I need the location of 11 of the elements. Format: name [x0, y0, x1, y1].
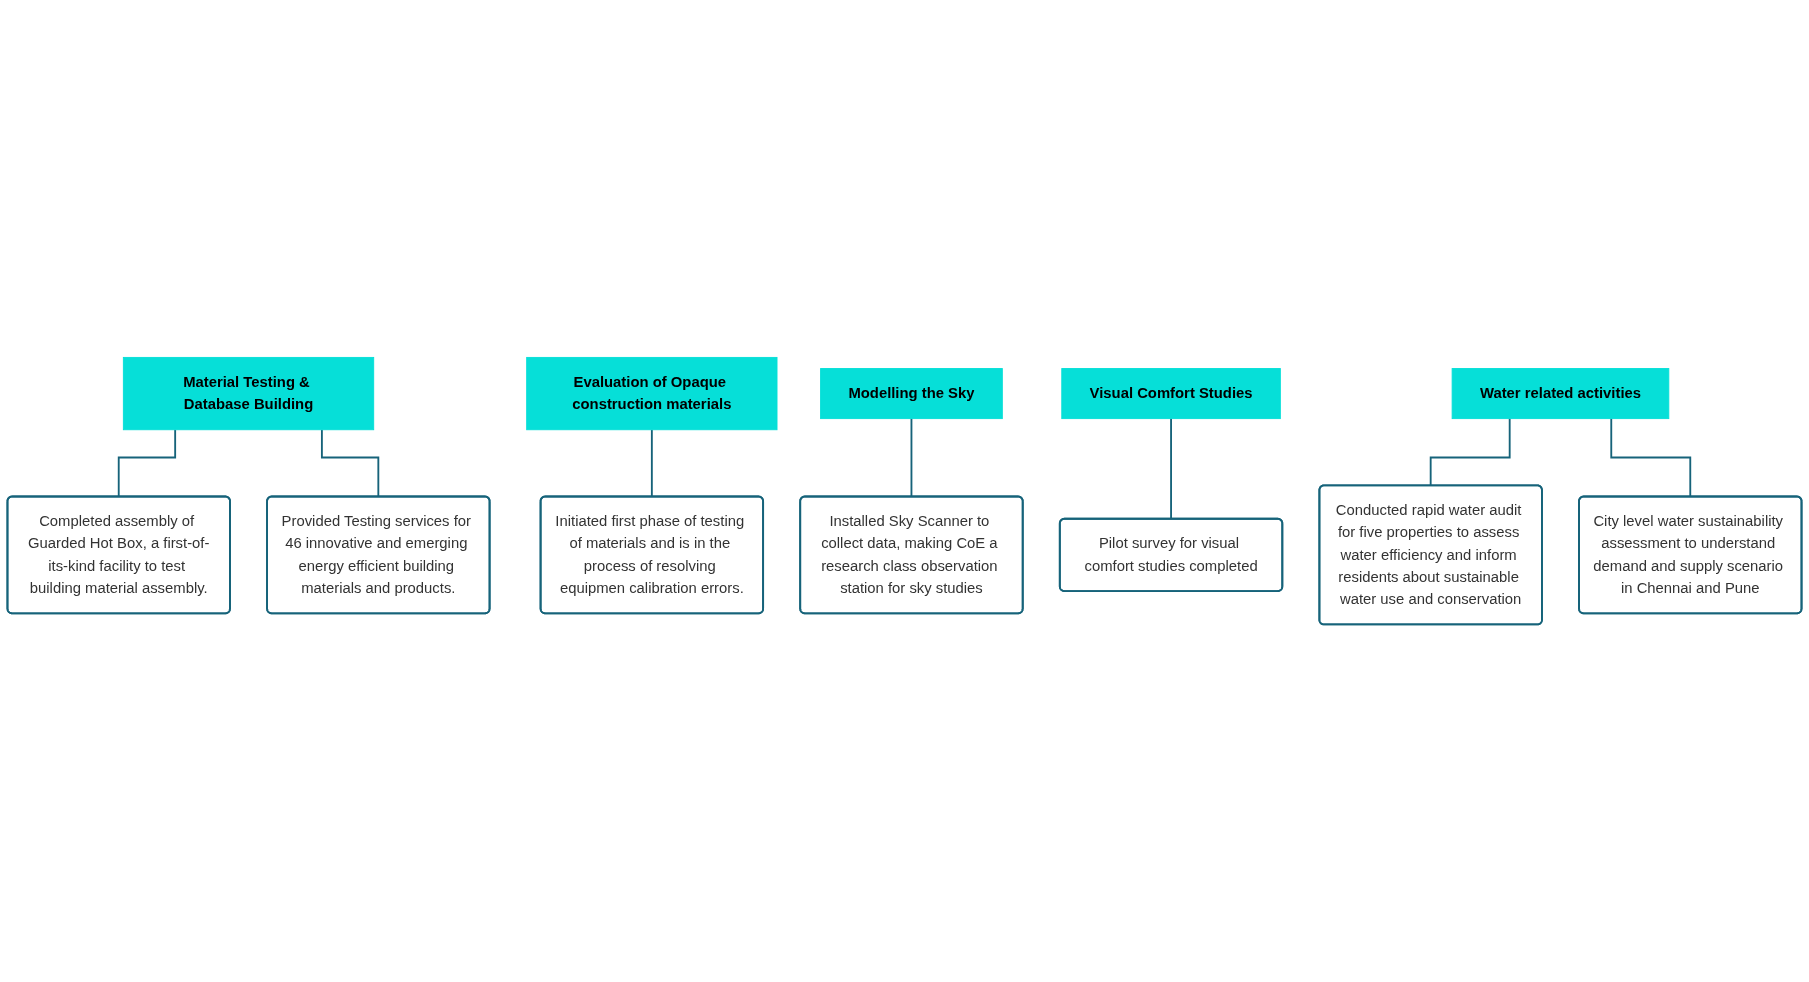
- connector: [117, 428, 177, 498]
- node-box: Visual Comfort Studies: [1061, 368, 1281, 420]
- node-box: Evaluation of Opaque construction materials: [526, 357, 778, 431]
- connector: [320, 428, 380, 498]
- node-box: Material Testing & Database Building: [122, 357, 375, 431]
- connector: [910, 417, 913, 498]
- connector: [650, 428, 654, 498]
- node-box: Water related activities: [1451, 368, 1670, 420]
- connector: [1429, 417, 1511, 487]
- node-box: Modelling the Sky: [820, 368, 1003, 420]
- connector: [1610, 417, 1692, 498]
